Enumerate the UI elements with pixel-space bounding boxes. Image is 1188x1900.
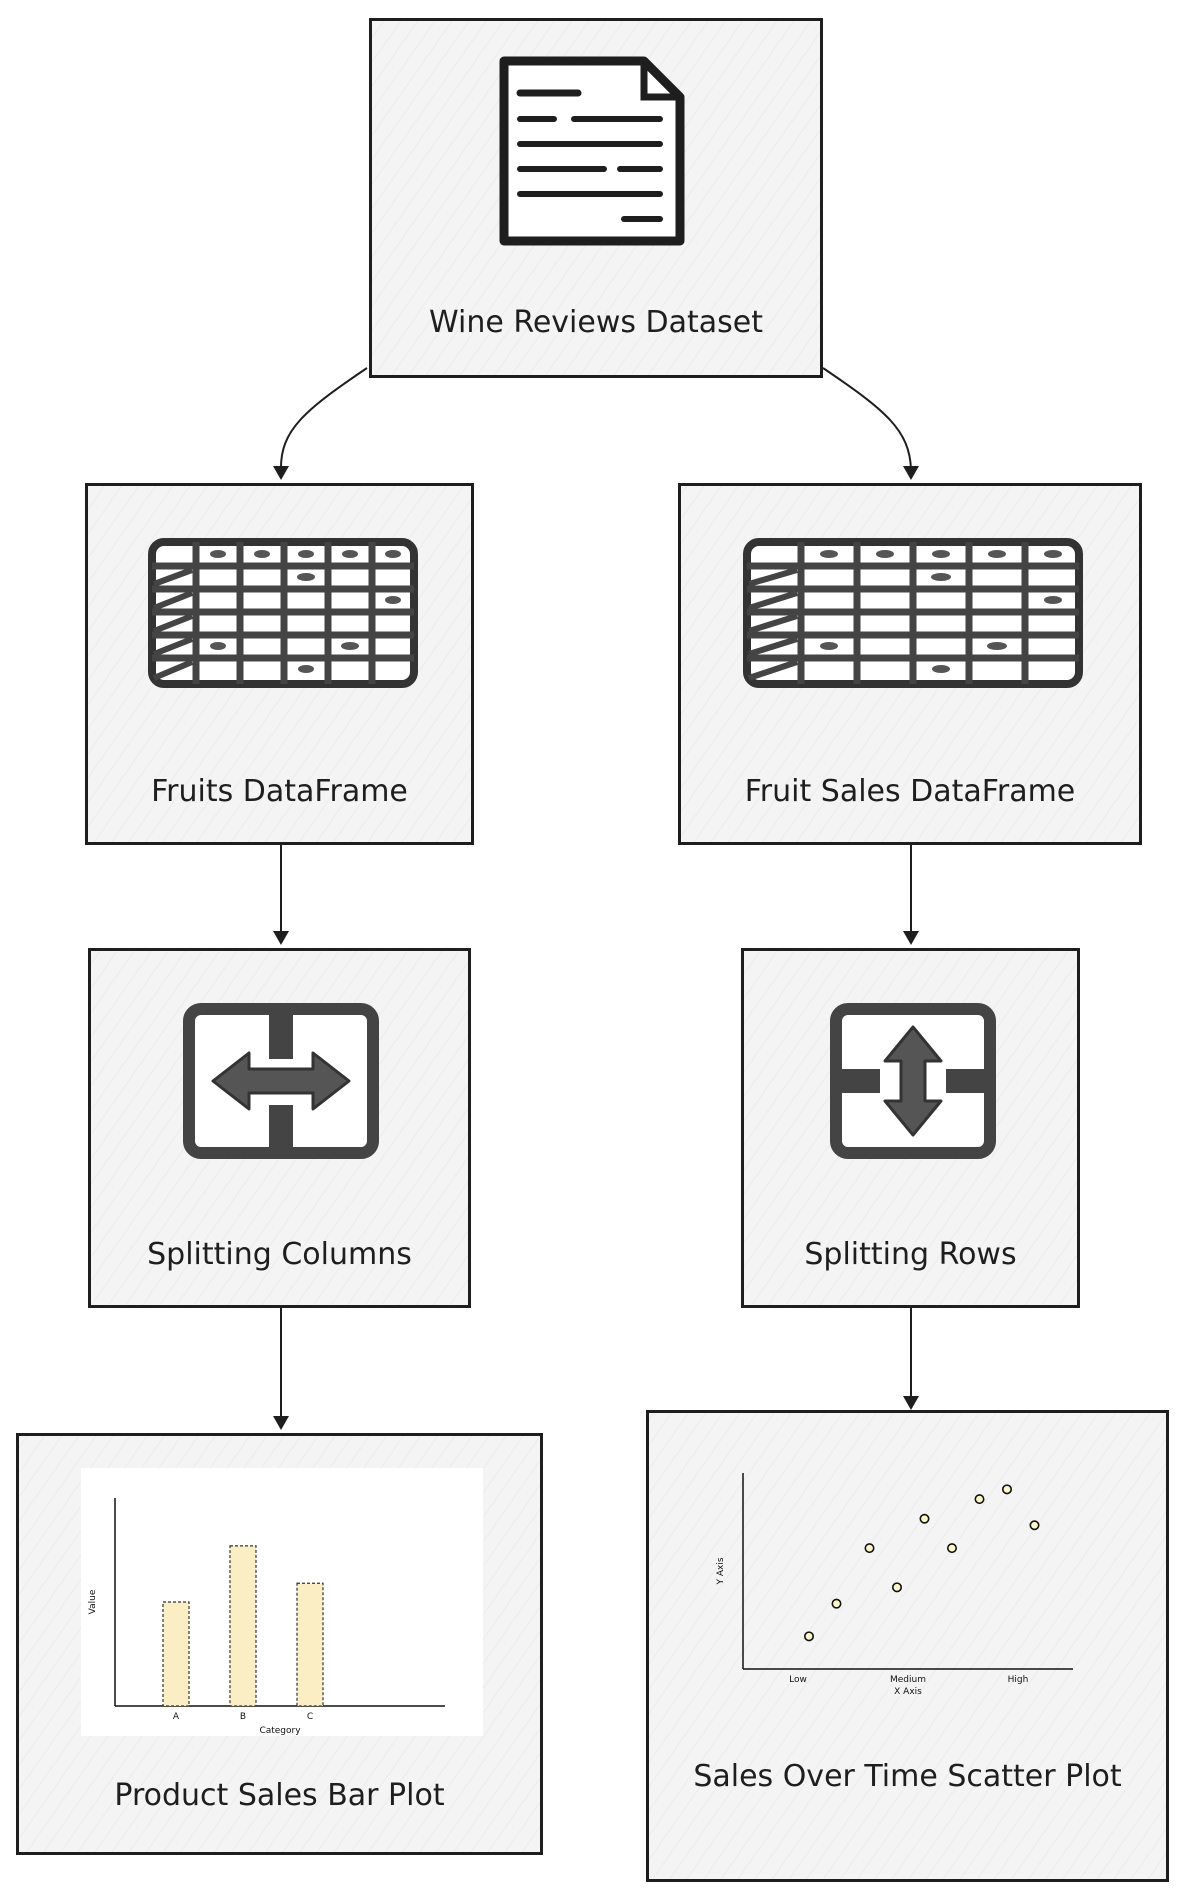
edge-wine-to-fruit-sales [822,367,912,471]
node-label: Wine Reviews Dataset [428,305,764,340]
scatter-point [831,1598,842,1609]
scatter-point [919,1513,930,1524]
node-splitting-rows[interactable]: Splitting Rows [741,948,1080,1308]
table-icon [148,538,418,688]
x-tick-label: B [240,1712,246,1722]
x-tick-label: Medium [890,1675,926,1685]
arrowhead [273,466,289,480]
document-icon [499,56,685,246]
x-tick-label: A [173,1712,180,1722]
node-label: Fruits DataFrame [151,774,408,809]
x-axis-label: X Axis [894,1687,922,1697]
bar [162,1601,190,1707]
edge-wine-to-fruits [279,367,368,471]
node-label: Splitting Columns [147,1237,412,1272]
arrowhead [903,1396,919,1410]
node-product-sales-bar-plot[interactable]: A B C Category Value Product Sales Bar Plot [16,1433,543,1855]
node-label: Sales Over Time Scatter Plot [693,1759,1122,1794]
scatter-point [1001,1484,1012,1495]
node-label: Splitting Rows [804,1237,1017,1272]
node-label: Fruit Sales DataFrame [744,774,1076,809]
bar [296,1582,324,1707]
x-tick-label: C [307,1712,313,1722]
bar [229,1545,257,1707]
node-splitting-columns[interactable]: Splitting Columns [88,948,471,1308]
scatter-point [947,1543,958,1554]
table-icon [743,538,1083,688]
y-axis-label: Y Axis [716,1557,726,1585]
node-fruits-dataframe[interactable]: Fruits DataFrame [85,483,474,845]
split-vertical-icon [830,1003,996,1159]
scatter-point [974,1494,985,1505]
bar-chart: A B C Category Value [81,1468,483,1736]
scatter-point [892,1582,903,1593]
arrowhead [903,931,919,945]
node-wine-reviews-dataset[interactable]: Wine Reviews Dataset [369,18,823,378]
split-horizontal-icon [183,1003,379,1159]
x-tick-label: Low [789,1675,807,1685]
scatter-point [864,1543,875,1554]
x-axis-label: Category [259,1726,301,1736]
arrowhead [273,1416,289,1430]
node-label: Product Sales Bar Plot [114,1778,445,1813]
x-tick-label: High [1008,1675,1029,1685]
scatter-chart: Low Medium High X Axis Y Axis [716,1473,1073,1697]
scatter-point [1029,1520,1040,1531]
y-axis-label: Value [88,1589,98,1614]
arrowhead [903,466,919,480]
scatter-point [804,1631,815,1642]
node-sales-over-time-scatter-plot[interactable]: Low Medium High X Axis Y Axis Sales Over Tim… [646,1410,1169,1882]
arrowhead [273,931,289,945]
node-fruit-sales-dataframe[interactable]: Fruit Sales DataFrame [678,483,1142,845]
